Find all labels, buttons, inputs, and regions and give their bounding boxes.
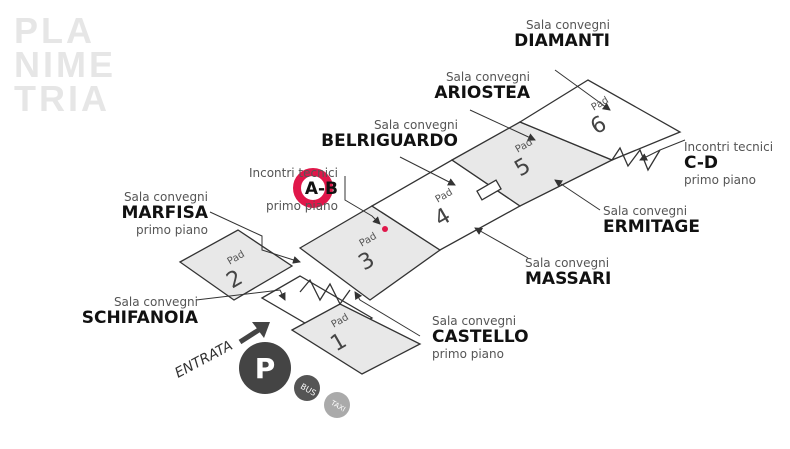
location-dot <box>382 226 388 232</box>
bus-icon[interactable]: BUS <box>294 375 320 401</box>
pad-1-area[interactable] <box>290 303 422 375</box>
planimetria-watermark: PLA NIME TRIA <box>14 10 116 119</box>
pad-2-area[interactable] <box>178 229 294 301</box>
svg-text:P: P <box>255 352 276 385</box>
pad-6-area[interactable] <box>518 79 682 161</box>
pointer-lines <box>195 69 686 337</box>
parking-icon[interactable]: P <box>239 342 291 394</box>
svg-text:ENTRATA: ENTRATA <box>172 338 235 382</box>
highlight-ring <box>293 168 333 208</box>
taxi-icon[interactable]: TAXI <box>324 392 350 418</box>
